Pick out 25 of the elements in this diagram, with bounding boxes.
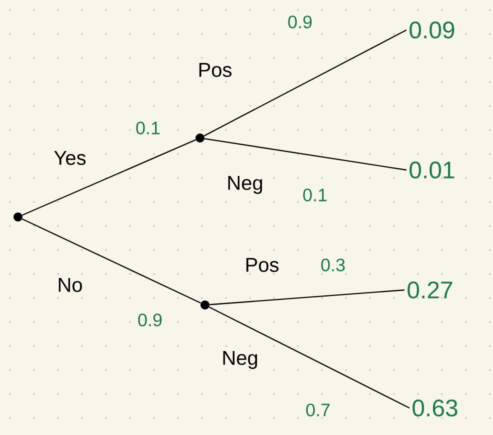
branch-label: No [56,277,84,293]
branch-probability: 0.1 [134,120,162,136]
branch-line [204,29,407,136]
branch-dot [200,300,210,310]
branch-label: Pos [244,257,280,273]
branch-line [210,289,404,306]
outcome-probability: 0.09 [410,22,454,38]
branch-probability: 0.9 [136,312,164,328]
branch-label: Pos [196,62,234,78]
branch-probability: 0.1 [302,188,329,202]
outcome-probability: 0.01 [410,162,454,178]
branch-dot [196,134,204,142]
branch-label: Neg [220,350,260,370]
branch-dot [14,212,22,222]
outcome-probability: 0.63 [412,400,458,416]
outcome-probability: 0.27 [408,282,452,298]
branch-line [204,138,407,171]
branch-probability: 0.9 [286,14,314,30]
branch-probability: 0.7 [304,402,332,418]
branch-line [22,218,201,304]
branch-line [22,139,196,216]
branch-probability: 0.3 [320,258,347,272]
branch-label: Neg [226,175,264,195]
branch-line [208,306,410,409]
branch-label: Yes [52,150,88,166]
